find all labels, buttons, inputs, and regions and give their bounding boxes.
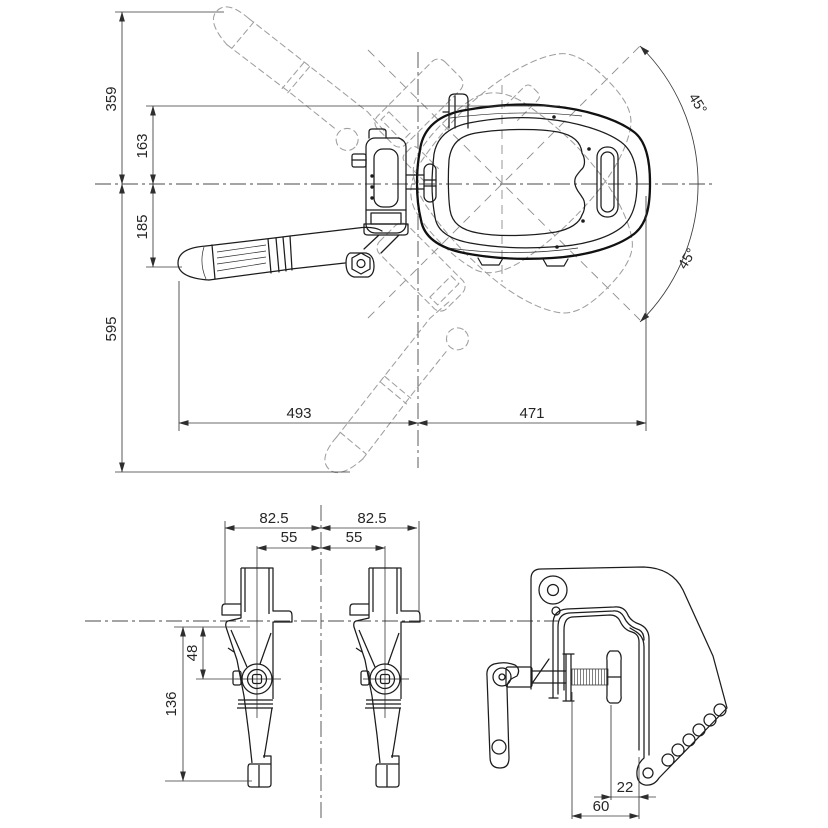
dimension-steer-angle-up: 45° [686,90,711,116]
clamp-screw [505,650,622,704]
arc-arrow-bottom [640,312,650,322]
dimension-jaw-opening: 60 [593,798,610,815]
tiller-elbow-pin [356,258,366,269]
pivot-hole-inner [546,583,560,597]
dimension-overall-top: 359 [103,86,120,111]
dimension-pad-travel: 22 [617,779,634,796]
stern-bracket-left [221,545,293,788]
transom-clamp-view: 22 60 [486,566,728,819]
jaw-pad [562,653,575,702]
cowl-mount-tab-left [477,257,504,266]
screw-shaft [531,670,567,684]
tiller-top-edge [205,226,383,247]
cowl-top-seam-line [449,112,583,119]
cowl-seam [431,116,638,249]
tiller-elbow-boss [345,252,375,278]
grip-rings [211,238,272,280]
crank-grip-hole [491,739,507,755]
diagonal-guide-down [367,49,641,321]
swivel-pad [606,650,622,704]
extension-lines [571,692,640,819]
steering-arc [639,45,699,323]
dimension-length-forward: 493 [286,405,311,422]
tilt-lock-block [370,212,402,225]
crank-pivot [492,667,512,687]
clamp-dimensions: 22 60 [571,692,656,819]
friction-lever [423,163,437,203]
grip-flutes [216,244,267,272]
cowling [415,93,652,267]
dimension-length-aft: 471 [519,405,544,422]
tilt-linkage [363,234,400,254]
clamp-channel-mid [557,610,645,695]
screw-boss [505,666,533,688]
carry-handle-slot [596,146,619,218]
pivot-hole [538,575,568,605]
engine-pan-outline [447,128,586,237]
cowl-bottom-seam-line [447,247,579,253]
stern-bracket-right [349,545,421,788]
top-view-steering-diagram: 45° 45° [95,0,714,482]
tilt-adjustment-holes [642,703,727,779]
extension-lines [165,521,420,782]
swivel-bracket-slot [373,148,399,208]
extension-lines [115,11,647,473]
tilt-lug-hole [642,767,654,779]
top-view-dimensions: 359 595 163 185 493 471 [103,11,647,473]
dimension-overall-height: 136 [163,691,180,716]
lock-pin-hole [551,606,561,616]
grip-end-cap [177,245,210,281]
swivel-bracket-top-tab [368,128,387,139]
centerlines [95,52,714,468]
bracket-dimensions: 82.5 82.5 55 55 48 136 [163,510,420,782]
jaw-step [530,658,550,686]
swivel-bracket [345,128,437,278]
dimension-inner-width-left: 55 [281,529,298,546]
clamp-channel-inner [563,614,640,751]
dimension-tiller-offset: 185 [134,214,151,239]
tiller-collar [275,235,293,273]
tiller-handle [177,226,383,281]
tiller-elbow-hex [351,252,371,275]
dimension-inner-width-right: 55 [346,529,363,546]
carry-handle-slot-inner [600,151,615,213]
stern-bracket-views: 82.5 82.5 55 55 48 136 [85,505,558,822]
crank-pivot-pin [498,673,506,681]
diagonal-guide-up [367,45,641,319]
clamp-plate-outline [530,566,728,786]
arc-arrow-top [640,46,650,56]
cowl-mount-tab-right [542,258,569,267]
dimension-pivot-to-axis: 48 [184,645,201,662]
bracket-foot [363,223,409,236]
tiller-bottom-edge [208,262,346,281]
dimension-outer-width-right: 82.5 [357,510,386,527]
cowl-outline [415,103,652,260]
dimension-steer-angle-down: 45° [674,245,699,271]
rotation-guides [367,45,641,321]
dimension-overall-bottom: 595 [103,316,120,341]
dimension-outer-width-left: 82.5 [259,510,288,527]
cowl-latch-tab [442,93,469,129]
screw-threads [571,668,609,686]
dimension-cowl-half-width: 163 [134,133,151,158]
crank-handle [486,662,520,769]
crank-arm [486,662,520,769]
outboard-motor-top [177,93,652,281]
phantom-rotated-positions [204,0,676,482]
clamp-channel-outer [552,606,650,756]
steering-shaft [405,174,425,190]
